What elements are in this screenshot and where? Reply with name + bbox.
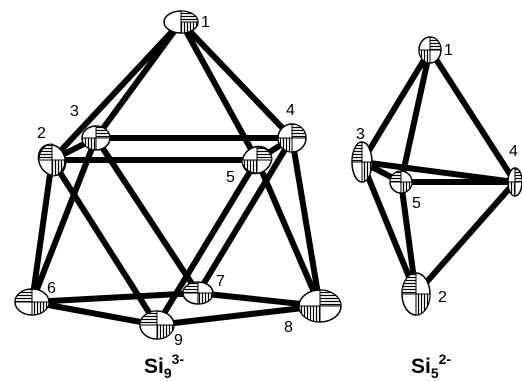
si9-atom-label-1: 1 [201,14,210,31]
si5-atom-label-5: 5 [412,195,421,212]
si9-atom-label-5: 5 [226,169,235,186]
bond-5-8 [254,157,323,309]
si9-atom-8 [298,289,342,323]
si5-atom-label-2: 2 [438,289,447,306]
si5-formula-charge: 2- [439,351,452,367]
si9-formula-element: Si [144,355,164,378]
si9-atom-5 [241,145,273,175]
bond-6-9 [29,299,160,328]
bond-4-7 [195,135,295,296]
si9-atom-9 [139,310,175,340]
si5-formula-count: 5 [431,365,439,381]
si9-atom-label-6: 6 [47,280,56,297]
si5-atom-label-3: 3 [356,126,365,143]
bond-8-9 [154,303,323,328]
si9-atom-2 [37,143,67,177]
si9-atom-label-7: 7 [216,273,225,290]
si9-atom-3 [81,125,111,151]
bond-1-4 [178,19,295,141]
si9-formula-count: 9 [164,365,172,381]
si5-atom-label-1: 1 [444,42,453,59]
si9-formula-charge: 3- [172,351,185,367]
si9-formula: Si93- [144,351,184,381]
bond-3-4 [359,159,518,185]
bond-6-7 [29,290,201,305]
si9-atoms [14,10,342,340]
bond-2-6 [29,157,55,305]
bond-5-9 [154,157,260,328]
bond-1-2 [49,19,184,163]
si9-bonds [29,19,323,328]
si5-atom-1 [418,36,442,64]
si5-atom-4 [507,167,522,197]
si9-atom-label-8: 8 [284,319,293,336]
si9-atom-7 [182,281,214,305]
bond-1-4 [427,47,518,185]
bond-4-8 [289,135,323,309]
si9-atom-1 [163,10,199,34]
si9-atom-label-9: 9 [174,332,183,349]
si5-atom-3 [351,141,373,183]
si9-cluster: 1 2 3 4 5 6 7 8 9 Si93- [14,10,342,381]
bond-3-6 [29,135,99,305]
si5-cluster: 1 3 4 5 2 Si52- [351,36,522,381]
si5-formula-element: Si [411,355,431,378]
bond-1-5 [398,47,433,185]
bond-2-4 [413,179,518,297]
si9-atom-label-4: 4 [286,102,295,119]
si5-atom-2 [401,272,431,316]
si5-atom-labels: 1 3 4 5 2 [356,42,518,306]
si5-atom-5 [389,170,413,194]
si9-atom-label-2: 2 [37,125,46,142]
si9-atom-labels: 1 2 3 4 5 6 7 8 9 [37,14,295,349]
bond-3-7 [93,135,201,296]
si9-atom-4 [277,123,307,153]
bond-1-3 [93,19,184,141]
si5-bonds [359,47,518,297]
si9-atom-6 [14,288,50,316]
si9-atom-label-3: 3 [70,103,79,120]
bond-1-3 [359,47,433,165]
si5-formula: Si52- [411,351,451,381]
bond-2-3 [359,159,419,297]
si5-atom-label-4: 4 [509,143,518,160]
si5-atoms [351,36,522,316]
